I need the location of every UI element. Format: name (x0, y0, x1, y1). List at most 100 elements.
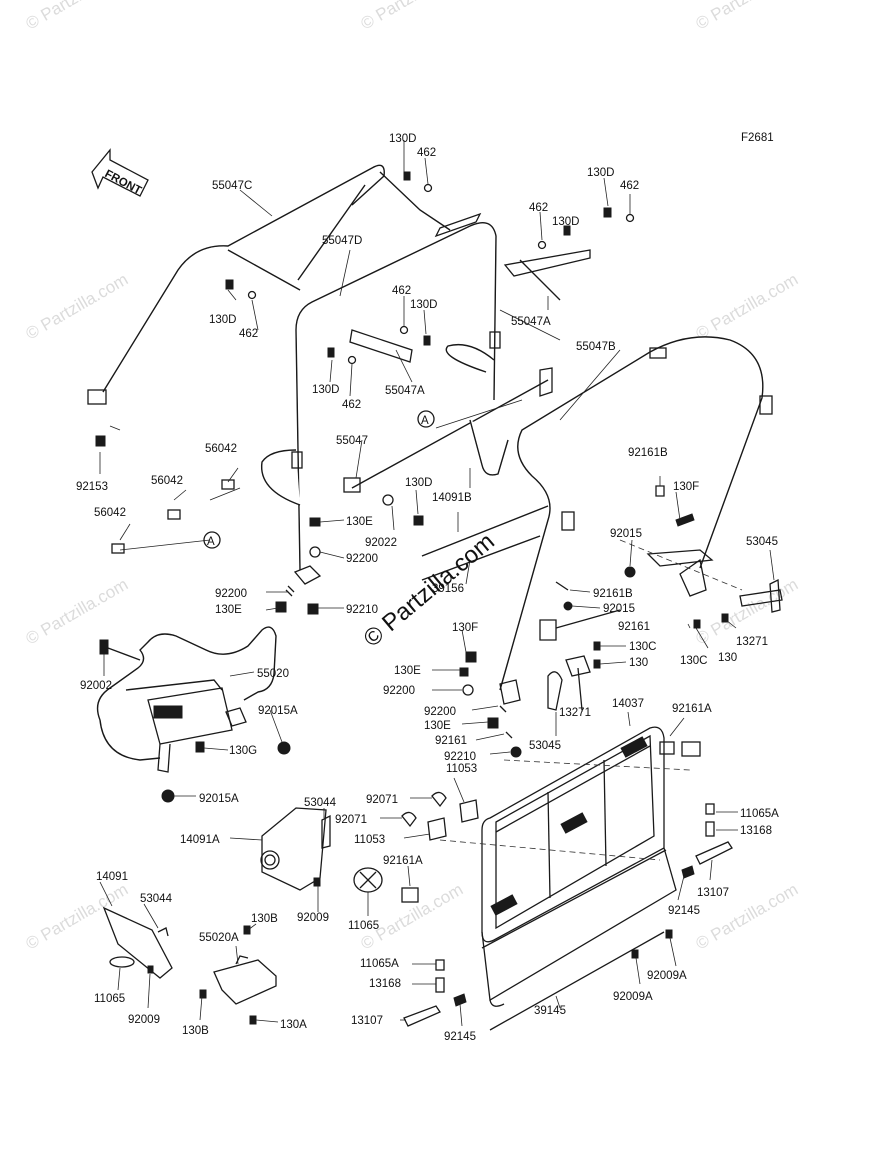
part-label-130: 130 (629, 657, 648, 669)
part-label-55047B: 55047B (576, 341, 616, 353)
part-label-55047A: 55047A (511, 316, 551, 328)
part-label-92071: 92071 (366, 794, 398, 806)
part-label-92015: 92015 (610, 528, 642, 540)
part-label-56042: 56042 (205, 443, 237, 455)
part-label-92009A: 92009A (613, 991, 653, 1003)
part-label-13168: 13168 (740, 825, 772, 837)
part-label-92015A: 92015A (258, 705, 298, 717)
part-label-130C: 130C (629, 641, 657, 653)
part-label-462: 462 (239, 328, 258, 340)
part-label-130G: 130G (229, 745, 257, 757)
tag-56042 (111, 543, 125, 554)
part-label-11065A: 11065A (360, 958, 399, 970)
vent-grille (560, 812, 588, 834)
part-label-130B: 130B (182, 1025, 209, 1037)
part-label-39156: 39156 (432, 583, 464, 595)
front-label: FRONT (103, 168, 144, 197)
part-label-11053: 11053 (446, 763, 477, 775)
watermark: © Partzilla.com (23, 880, 132, 954)
pad-92161A (401, 887, 419, 903)
bracket-55020A (199, 923, 279, 1025)
part-label-130D: 130D (405, 477, 433, 489)
front-bumper (96, 626, 291, 803)
part-label-56042: 56042 (94, 507, 126, 519)
watermark: © Partzilla.com (693, 0, 802, 33)
part-label-55047C: 55047C (212, 180, 252, 192)
part-label-92161A: 92161A (672, 703, 712, 715)
part-label-13168: 13168 (369, 978, 401, 990)
part-label-53044: 53044 (304, 797, 337, 809)
pins-center (400, 959, 467, 1027)
hardware-right (619, 476, 783, 649)
part-label-39145: 39145 (534, 1005, 566, 1017)
tube-39156 (421, 505, 549, 585)
part-label-130D: 130D (552, 216, 580, 228)
cover-14091 (99, 881, 173, 1009)
vent-grille (620, 736, 648, 758)
part-label-92161B: 92161B (628, 447, 668, 459)
figure-code: F2681 (741, 132, 774, 144)
part-label-92009A: 92009A (647, 970, 687, 982)
part-label-462: 462 (620, 180, 639, 192)
part-label-92200: 92200 (215, 588, 247, 600)
part-label-130D: 130D (410, 299, 438, 311)
part-label-130D: 130D (587, 167, 615, 179)
part-label-92210: 92210 (346, 604, 378, 616)
part-label-14037: 14037 (612, 698, 644, 710)
hardware-center (539, 581, 627, 736)
part-label-130C: 130C (680, 655, 708, 667)
part-label-14091B: 14091B (432, 492, 472, 504)
part-label-14091: 14091 (96, 871, 128, 883)
part-label-53044: 53044 (140, 893, 173, 905)
part-label-92009: 92009 (128, 1014, 160, 1026)
vent-grille (490, 894, 518, 916)
part-label-11065A: 11065A (740, 808, 779, 820)
part-label-92022: 92022 (365, 537, 397, 549)
rail-39145 (489, 931, 665, 1031)
part-label-13271: 13271 (736, 636, 768, 648)
part-label-130E: 130E (215, 604, 242, 616)
leader-lines (99, 140, 631, 551)
part-label-130E: 130E (346, 516, 373, 528)
part-label-130D: 130D (312, 384, 340, 396)
part-label-130E: 130E (424, 720, 451, 732)
part-label-55020: 55020 (257, 668, 289, 680)
part-label-92161: 92161 (618, 621, 650, 633)
front-arrow-icon: FRONT (91, 148, 149, 197)
part-label-130E: 130E (394, 665, 421, 677)
part-label-130D: 130D (209, 314, 237, 326)
part-label-92071: 92071 (335, 814, 367, 826)
callout-a: A A (203, 410, 435, 549)
callout-letter: A (421, 415, 429, 427)
part-label-11065: 11065 (94, 993, 125, 1005)
pins-right (631, 803, 738, 985)
callout-letter: A (207, 536, 215, 548)
part-label-92200: 92200 (424, 706, 456, 718)
part-label-130A: 130A (280, 1019, 307, 1031)
part-label-13107: 13107 (351, 1015, 383, 1027)
part-label-92145: 92145 (444, 1031, 476, 1043)
part-label-53045: 53045 (529, 740, 561, 752)
part-label-55047A: 55047A (385, 385, 425, 397)
hardware-left-lower (265, 517, 345, 615)
watermark: © Partzilla.com (358, 0, 467, 33)
rear-screen (439, 711, 691, 1007)
part-label-55047D: 55047D (322, 235, 362, 247)
part-label-92210: 92210 (444, 751, 476, 763)
part-label-92200: 92200 (346, 553, 378, 565)
part-label-55047: 55047 (336, 435, 368, 447)
hardware-center-lower (432, 629, 522, 758)
part-label-56042: 56042 (151, 475, 183, 487)
part-label-462: 462 (529, 202, 548, 214)
tag-56042 (167, 509, 181, 520)
watermark: © Partzilla.com (693, 270, 802, 344)
roll-cage (87, 164, 773, 691)
part-label-130D: 130D (389, 133, 417, 145)
part-label-11053: 11053 (354, 834, 385, 846)
tag-56042 (221, 479, 235, 490)
part-label-92161B: 92161B (593, 588, 633, 600)
part-label-92015A: 92015A (199, 793, 239, 805)
part-label-92015: 92015 (603, 603, 635, 615)
watermark: © Partzilla.com (23, 0, 132, 33)
